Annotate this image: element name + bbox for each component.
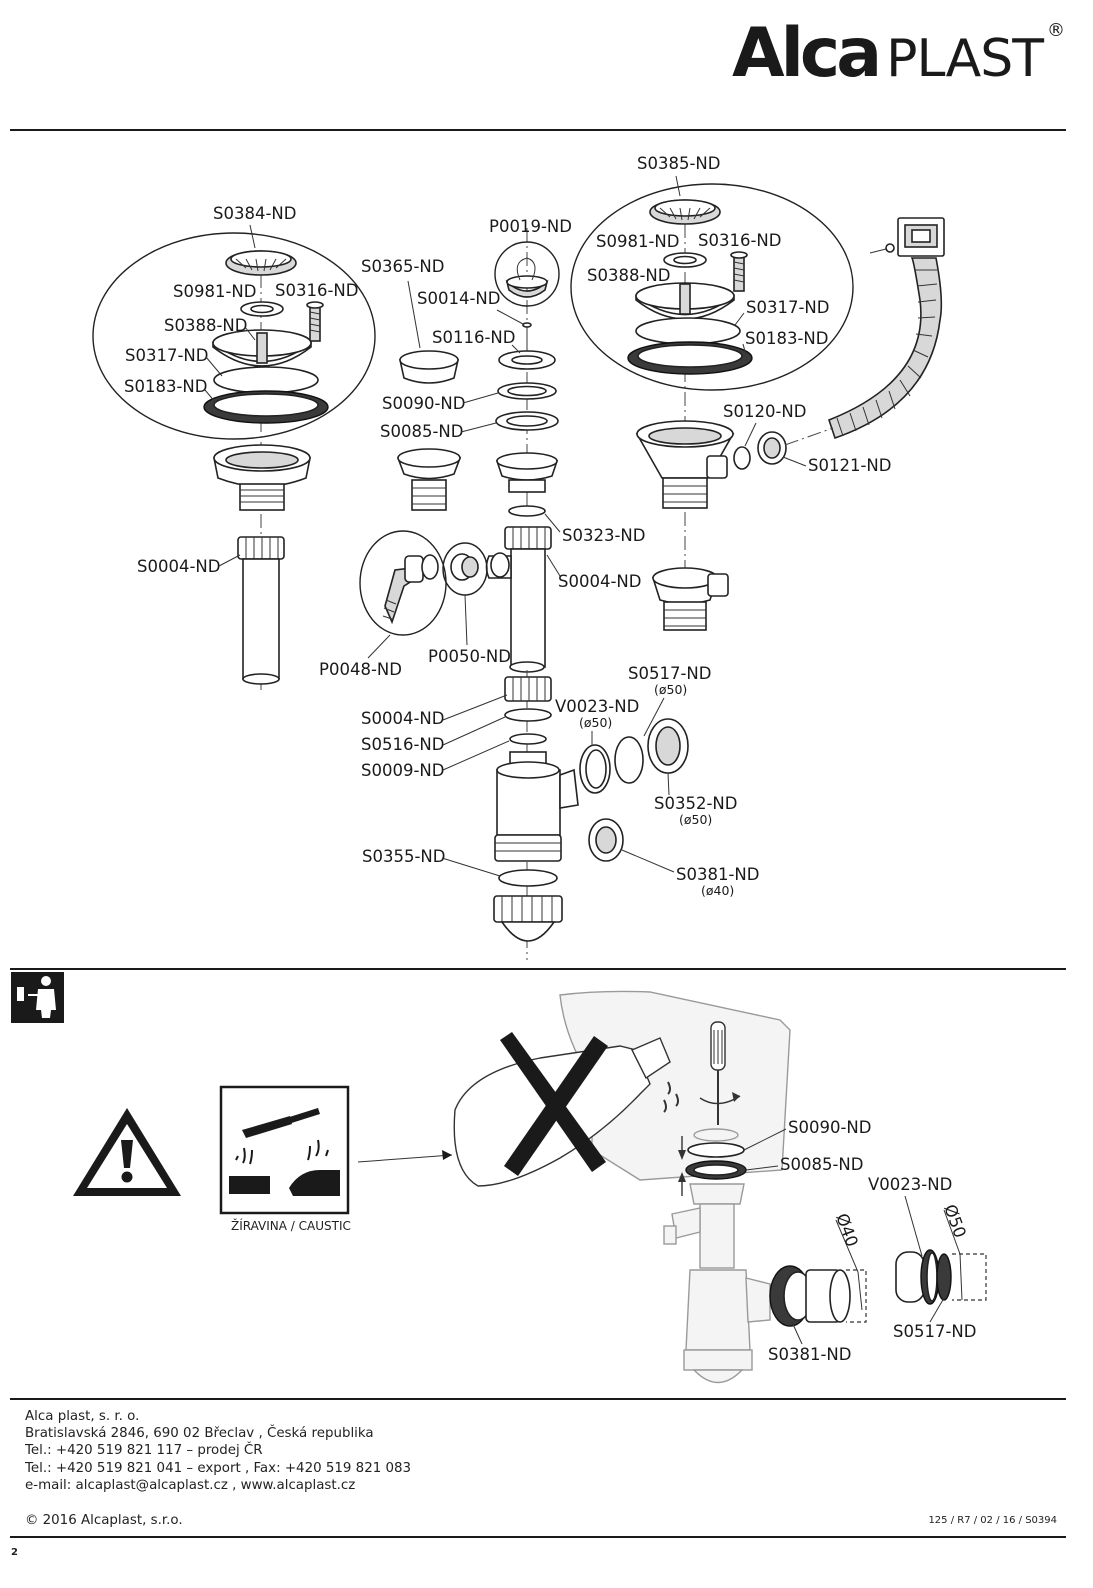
label-s0355: S0355-ND [362, 847, 445, 866]
footer-phone-export: Tel.: +420 519 821 041 – export , Fax: +… [25, 1460, 412, 1476]
install-label-v0023: V0023-ND [868, 1175, 952, 1194]
warning-triangle-icon [73, 1108, 181, 1196]
install-label-s0517: S0517-ND [893, 1322, 976, 1341]
caustic-caption: ŽÍRAVINA / CAUSTIC [231, 1219, 351, 1233]
label-s0183-left: S0183-ND [124, 377, 207, 396]
right-strainer-group [570, 183, 945, 631]
no-chemical-bottle-icon [453, 1032, 679, 1187]
install-label-s0085: S0085-ND [780, 1155, 863, 1174]
label-s0004-low: S0004-ND [361, 709, 444, 728]
label-s0316-left: S0316-ND [275, 281, 358, 300]
center-overflow-group [359, 228, 560, 673]
adapter-detail [895, 1209, 987, 1305]
label-s0388-right: S0388-ND [587, 266, 670, 285]
install-label-s0381: S0381-ND [768, 1345, 851, 1364]
screwdriver-icon [699, 1021, 741, 1125]
logo-alca: Alca [731, 14, 882, 93]
label-s0316-right: S0316-ND [698, 231, 781, 250]
label-s0384: S0384-ND [213, 204, 296, 223]
label-s0323: S0323-ND [562, 526, 645, 545]
label-s0116: S0116-ND [432, 328, 515, 347]
label-s0120: S0120-ND [723, 402, 806, 421]
footer-phone-cz: Tel.: +420 519 821 117 – prodej ČR [25, 1443, 263, 1459]
label-s0381-diameter: (ø40) [701, 883, 734, 898]
label-p0048: P0048-ND [319, 660, 402, 679]
logo-registered: ® [1047, 20, 1065, 41]
label-s0385: S0385-ND [637, 154, 720, 173]
label-s0090: S0090-ND [382, 394, 465, 413]
footer-company: Alca plast, s. r. o. [25, 1409, 140, 1424]
label-s0121: S0121-ND [808, 456, 891, 475]
label-s0388-left: S0388-ND [164, 316, 247, 335]
label-s0517: S0517-ND [628, 664, 711, 683]
label-s0516: S0516-ND [361, 735, 444, 754]
label-s0014: S0014-ND [417, 289, 500, 308]
label-s0365: S0365-ND [361, 257, 444, 276]
label-s0183-right: S0183-ND [745, 329, 828, 348]
install-label-dia40: Ø40 [832, 1211, 861, 1249]
footer-contact: e-mail: alcaplast@alcaplast.cz , www.alc… [25, 1477, 356, 1493]
label-s0352-diameter: (ø50) [679, 812, 712, 827]
install-label-dia50: Ø50 [940, 1202, 969, 1240]
installer-icon [11, 972, 64, 1023]
label-p0019: P0019-ND [489, 217, 572, 236]
page-number: 2 [11, 1547, 18, 1558]
label-s0085: S0085-ND [380, 422, 463, 441]
reducer-detail [769, 1219, 867, 1327]
caustic-hazard-icon [219, 1085, 350, 1215]
label-s0317-right: S0317-ND [746, 298, 829, 317]
label-s0981-right: S0981-ND [596, 232, 679, 251]
label-s0381: S0381-ND [676, 865, 759, 884]
install-label-s0090: S0090-ND [788, 1118, 871, 1137]
footer-address: Alca plast, s. r. o. Bratislavská 2846, … [25, 1408, 411, 1494]
left-strainer-group [92, 232, 376, 690]
label-v0023-diameter: (ø50) [579, 715, 612, 730]
installed-waste [663, 1128, 771, 1384]
label-s0009: S0009-ND [361, 761, 444, 780]
label-v0023: V0023-ND [555, 697, 639, 716]
label-p0050: P0050-ND [428, 647, 511, 666]
footer-copyright: © 2016 Alcaplast, s.r.o. [25, 1513, 183, 1528]
label-s0004-mid: S0004-ND [558, 572, 641, 591]
label-s0004-left: S0004-ND [137, 557, 220, 576]
label-s0981-left: S0981-ND [173, 282, 256, 301]
siphon-group [493, 670, 689, 960]
footer-address-line: Bratislavská 2846, 690 02 Břeclav , Česk… [25, 1426, 374, 1442]
label-s0352: S0352-ND [654, 794, 737, 813]
logo-plast: PLAST [886, 29, 1044, 89]
label-s0317-left: S0317-ND [125, 346, 208, 365]
document-code: 125 / R7 / 02 / 16 / S0394 [928, 1515, 1057, 1526]
label-s0517-diameter: (ø50) [654, 682, 687, 697]
